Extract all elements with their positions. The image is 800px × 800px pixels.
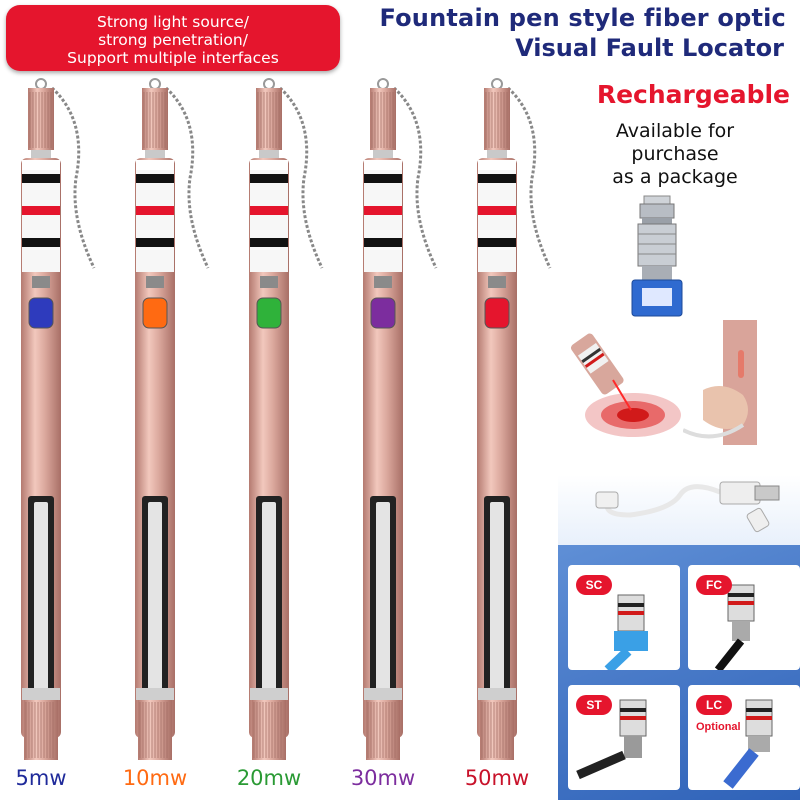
pen-power-label: 5mw	[15, 766, 67, 790]
connector-tag: FC	[696, 575, 732, 595]
pen-image	[249, 78, 324, 760]
pen-5mw	[14, 78, 96, 768]
pen-10mw	[128, 78, 210, 768]
product-title-line-2: Visual Fault Locator	[515, 34, 784, 62]
sc-connector-image	[604, 594, 648, 670]
charging-demo-image	[683, 320, 757, 445]
pen-50mw	[470, 78, 552, 768]
fc-connector-image	[714, 584, 755, 670]
connector-tile-sc: SC	[568, 565, 680, 670]
connector-tile-st: ST	[568, 685, 680, 790]
pen-power-label: 50mw	[464, 766, 530, 790]
usb-cable-image	[595, 481, 780, 533]
st-connector-image	[576, 699, 647, 780]
fiber-adapter-image	[631, 195, 683, 317]
pen-image	[21, 78, 96, 760]
connector-tag: SC	[576, 575, 612, 595]
connector-tag: ST	[576, 695, 612, 715]
optional-note: Optional	[696, 721, 741, 733]
pen-image	[363, 78, 438, 760]
banner-line-1: Strong light source/	[97, 13, 249, 31]
connector-tile-lc: LC Optional	[688, 685, 800, 790]
connector-tile-fc: FC	[688, 565, 800, 670]
availability-line-2: purchase	[631, 143, 719, 165]
pen-30mw	[356, 78, 438, 768]
rechargeable-label: Rechargeable	[596, 80, 790, 109]
pen-image	[477, 78, 552, 760]
pen-20mw	[242, 78, 324, 768]
connector-tag: LC	[696, 695, 732, 715]
pen-power-label: 10mw	[122, 766, 188, 790]
pen-image	[135, 78, 210, 760]
laser-demo-image	[570, 333, 681, 437]
banner-line-3: Support multiple interfaces	[67, 49, 279, 67]
availability-line-1: Available for	[615, 120, 735, 142]
pen-power-label: 20mw	[236, 766, 302, 790]
package-availability: Available for purchase as a package	[600, 120, 750, 189]
pen-power-label: 30mw	[350, 766, 416, 790]
connector-panel: SC FC ST LC Optional	[558, 545, 800, 800]
product-title-line-1: Fountain pen style fiber optic	[379, 4, 786, 32]
banner-line-2: strong penetration/	[98, 31, 248, 49]
feature-banner: Strong light source/ strong penetration/…	[6, 5, 340, 71]
lc-connector-image	[723, 699, 773, 789]
availability-line-3: as a package	[612, 166, 738, 188]
